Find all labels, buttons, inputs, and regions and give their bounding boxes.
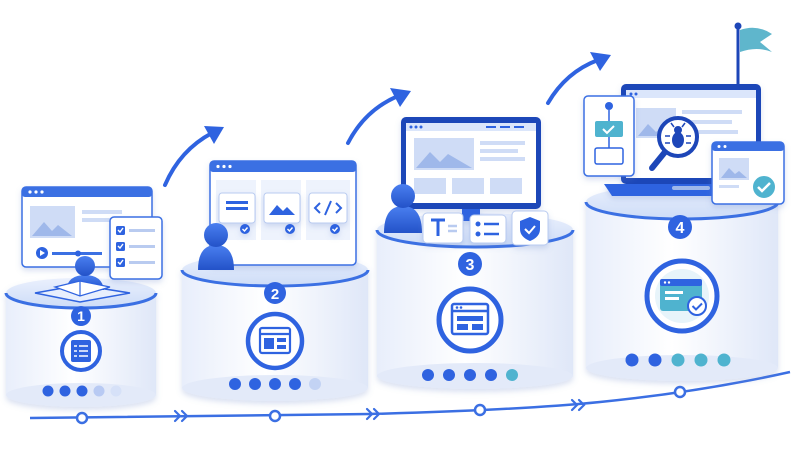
progress-dot — [269, 378, 281, 390]
step-2-progress — [229, 378, 321, 390]
person-reading-book-icon — [34, 256, 131, 303]
person-icon — [384, 184, 422, 233]
step-4-number-badge: 4 — [668, 215, 692, 239]
progress-dot — [422, 369, 434, 381]
step-2: 2 — [180, 160, 370, 401]
layout-window-icon — [245, 311, 305, 371]
progress-dot — [485, 369, 497, 381]
layout-window-icon — [436, 286, 504, 354]
timeline-node-icon — [75, 411, 89, 425]
curved-up-arrow-icon — [163, 126, 224, 187]
step-3-number-badge: 3 — [458, 252, 482, 276]
progress-dot — [59, 385, 71, 397]
list-tool-icon — [469, 214, 507, 244]
step-1-number-badge: 1 — [71, 306, 91, 326]
timeline — [29, 370, 791, 425]
checklist-icon — [60, 330, 102, 372]
timeline-node-icon — [473, 403, 487, 417]
step-2-number-badge: 2 — [264, 282, 286, 304]
curved-up-arrow-icon — [346, 88, 411, 145]
curved-up-arrow-icon — [546, 52, 611, 105]
step-number: 2 — [271, 286, 279, 303]
progress-dot — [229, 378, 241, 390]
progress-dot — [671, 353, 685, 367]
progress-dot — [464, 369, 476, 381]
shield-check-icon — [511, 210, 549, 246]
timeline-line — [29, 370, 791, 420]
progress-dot — [694, 353, 708, 367]
bug-magnifier-icon — [649, 116, 699, 171]
progress-dot — [625, 353, 639, 367]
step-4-progress — [625, 353, 731, 367]
image-card-icon — [263, 192, 301, 234]
person-icon — [198, 223, 234, 270]
double-chevron-right-icon — [570, 398, 586, 412]
monitor-webpage-icon — [401, 117, 541, 221]
timeline-node-icon — [673, 385, 687, 399]
step-1: 1 — [4, 186, 163, 407]
progress-dot — [93, 385, 105, 397]
step-number: 3 — [466, 257, 475, 274]
progress-dot — [506, 369, 518, 381]
text-tool-icon — [422, 212, 464, 244]
double-chevron-right-icon — [365, 407, 381, 421]
progress-dot — [289, 378, 301, 390]
step-1-progress — [42, 385, 122, 397]
step-number: 4 — [676, 220, 685, 237]
step-number: 1 — [77, 308, 85, 324]
progress-dot — [309, 378, 321, 390]
timeline-node-icon — [268, 409, 282, 423]
checkmark-window-icon — [711, 141, 785, 205]
progress-dot — [717, 353, 731, 367]
progress-dot — [648, 353, 662, 367]
step-4: 4 — [583, 22, 785, 381]
step-3: 3 — [375, 117, 575, 389]
progress-dot — [76, 385, 88, 397]
code-card-icon — [308, 192, 348, 234]
progress-dot — [110, 385, 122, 397]
progress-dot — [42, 385, 54, 397]
approved-window-icon — [644, 258, 720, 334]
double-chevron-right-icon — [173, 409, 189, 423]
progress-dot — [249, 378, 261, 390]
text-card-icon — [218, 192, 256, 234]
checklist-card-icon — [109, 216, 163, 280]
progress-dot — [443, 369, 455, 381]
flowchart-icon — [583, 95, 635, 177]
step-3-progress — [422, 369, 518, 381]
